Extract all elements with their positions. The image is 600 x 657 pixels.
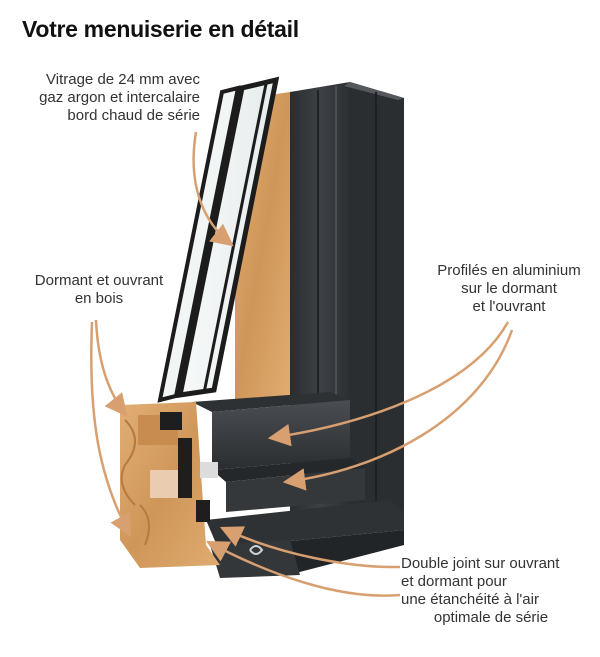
arrow-wood-1 xyxy=(94,319,128,417)
seal-label-line: une étanchéité à l'air xyxy=(401,591,539,608)
glazing-label-line: gaz argon et intercalaire xyxy=(39,89,200,106)
seal-label-line: Double joint sur ouvrant xyxy=(401,555,560,572)
seal-label: Double joint sur ouvrant et dormant pour… xyxy=(401,555,581,627)
arrow-aluminium-1 xyxy=(267,321,510,447)
aluminium-label-line: sur le dormant xyxy=(461,280,557,297)
aluminium-label: Profilés en aluminium sur le dormant et … xyxy=(426,262,592,316)
arrow-seal-1 xyxy=(219,526,401,569)
arrow-glazing xyxy=(192,131,234,247)
aluminium-label-line: et l'ouvrant xyxy=(472,298,546,315)
seal-label-line: optimale de série xyxy=(433,609,549,626)
glazing-label-line: Vitrage de 24 mm avec xyxy=(46,71,200,88)
aluminium-label-line: Profilés en aluminium xyxy=(437,262,581,279)
arrow-seal-2 xyxy=(206,540,401,597)
arrow-aluminium-2 xyxy=(282,329,514,491)
glazing-label: Vitrage de 24 mm avec gaz argon et inter… xyxy=(24,71,200,125)
wood-label: Dormant et ouvrant en bois xyxy=(24,272,174,308)
arrow-wood-2 xyxy=(90,321,132,537)
wood-label-line: en bois xyxy=(74,290,124,307)
seal-label-line: et dormant pour xyxy=(401,573,507,590)
glazing-label-line: bord chaud de série xyxy=(67,107,200,124)
leader-arrows xyxy=(90,131,514,597)
wood-label-line: Dormant et ouvrant xyxy=(34,272,164,289)
wood-frame-section xyxy=(120,402,220,568)
page-title: Votre menuiserie en détail xyxy=(22,16,299,42)
